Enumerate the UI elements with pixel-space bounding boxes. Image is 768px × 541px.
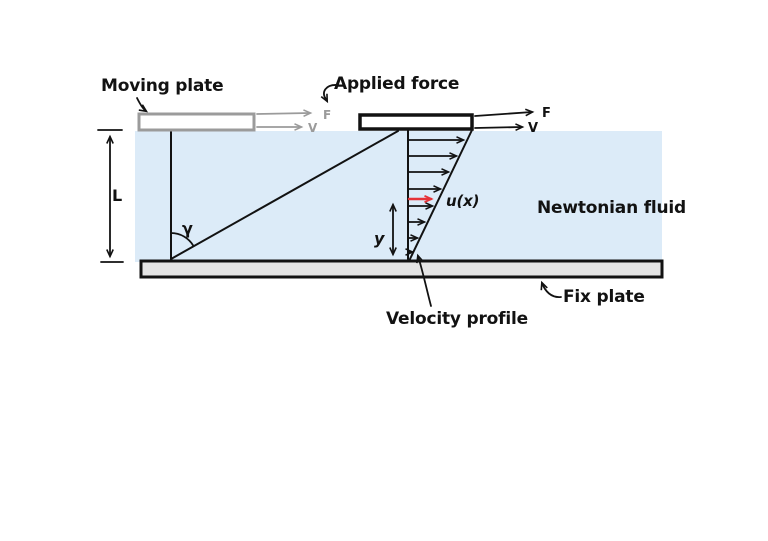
shear-diagonal (170, 130, 399, 260)
velocity-profile-label: Velocity profile (386, 309, 528, 329)
fix-plate-label: Fix plate (563, 287, 645, 307)
shear-angle-symbol: γ (182, 219, 193, 238)
fixed-plate (139, 259, 664, 279)
moving-plate-current (358, 113, 474, 131)
height-coordinate-symbol: y (374, 229, 385, 248)
shear-angle-arc (170, 232, 195, 247)
ghost-velocity-symbol: V (308, 121, 318, 135)
newtonian-fluid-label: Newtonian fluid (537, 198, 686, 218)
moving-plate-initial (137, 112, 256, 132)
velocity-envelope-line (409, 129, 473, 260)
applied-force-arrow (474, 108, 535, 117)
velocity-function-symbol: u(x) (446, 192, 479, 210)
force-symbol: F (542, 106, 551, 121)
ghost-force-symbol: F (323, 108, 331, 122)
ghost-force-arrow (256, 109, 313, 118)
velocity-profile-pointer-arrow (416, 253, 432, 307)
applied-force-pointer-arrow (320, 84, 339, 104)
velocity-arrows (405, 136, 466, 256)
plate-velocity-arrow (474, 123, 525, 132)
moving-plate-label: Moving plate (101, 76, 223, 96)
fluid-region (135, 131, 662, 262)
moving-plate-pointer-arrow (136, 97, 149, 113)
applied-force-label: Applied force (334, 74, 459, 94)
fluid-depth-symbol: L (112, 186, 122, 205)
velocity-symbol: V (528, 121, 538, 136)
fix-plate-pointer-arrow (540, 280, 562, 298)
